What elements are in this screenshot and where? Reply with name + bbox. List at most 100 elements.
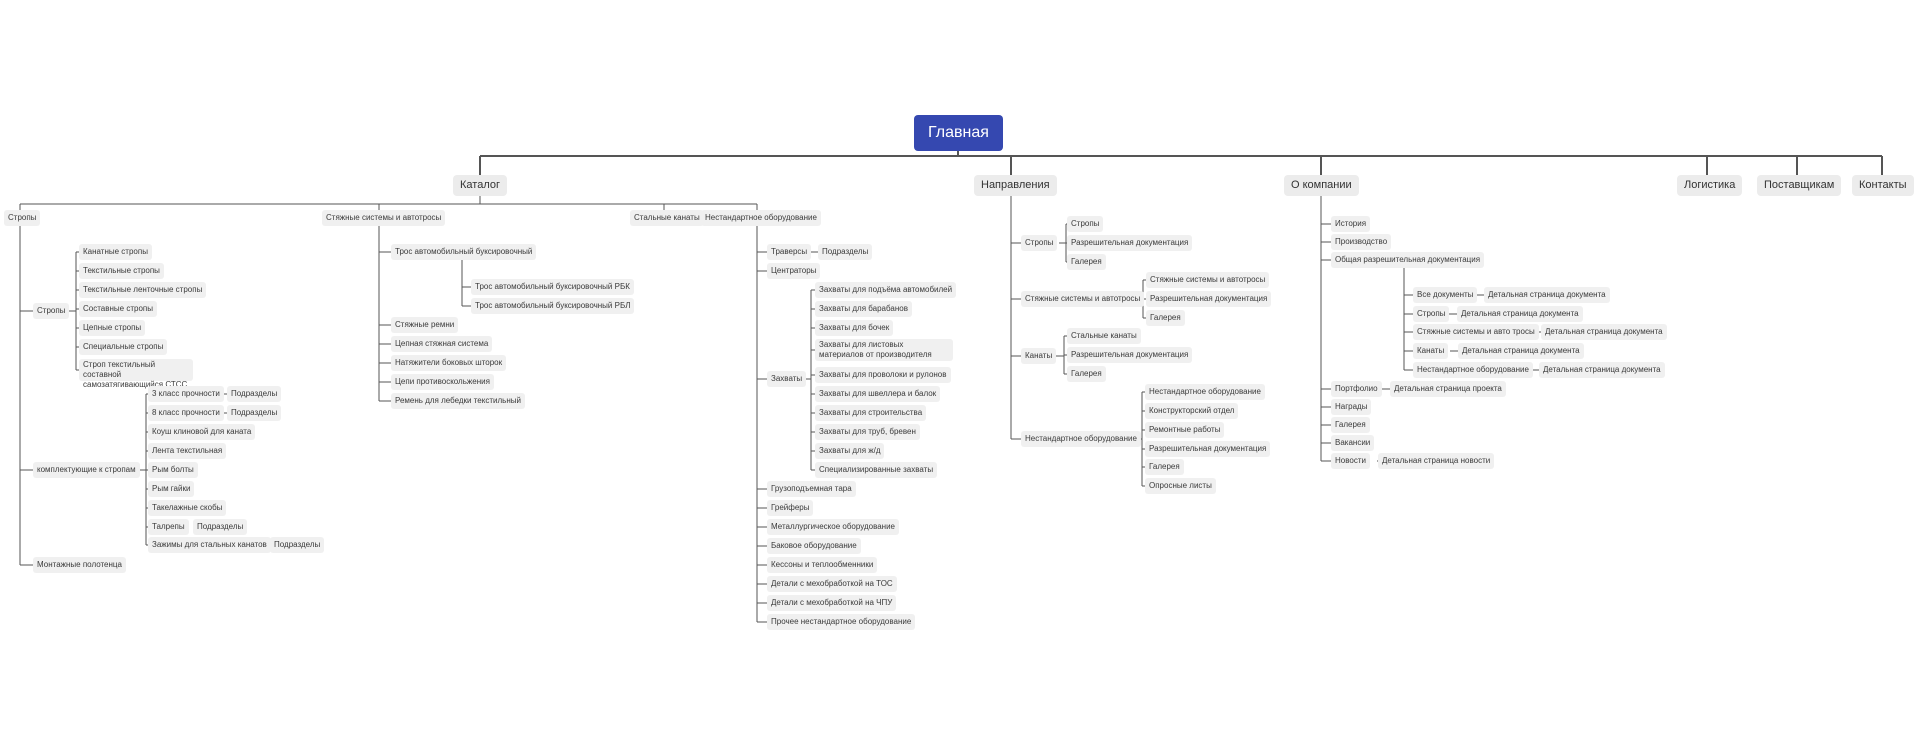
- node-rigging-shackles[interactable]: Такелажные скобы: [148, 500, 227, 516]
- section-suppliers[interactable]: Поставщикам: [1757, 175, 1842, 196]
- node-dir-gallery[interactable]: Галерея: [1145, 459, 1184, 475]
- node-grab-wire[interactable]: Захваты для проволоки и рулонов: [815, 367, 951, 383]
- node-about-slings[interactable]: Стропы: [1413, 306, 1450, 322]
- node-dir-permits[interactable]: Разрешительная документация: [1067, 235, 1193, 251]
- node-about-portfolio[interactable]: Портфолио: [1331, 381, 1382, 397]
- node-dir-gallery[interactable]: Галерея: [1067, 254, 1106, 270]
- node-centralizers[interactable]: Центраторы: [767, 263, 821, 279]
- node-grab-rail[interactable]: Захваты для ж/д: [815, 443, 885, 459]
- node-dir-nonstandard[interactable]: Нестандартное оборудование: [1021, 431, 1141, 447]
- node-wedge-thimble[interactable]: Коуш клиновой для каната: [148, 424, 256, 440]
- node-class3[interactable]: 3 класс прочности: [148, 386, 224, 402]
- node-dir-tie-systems[interactable]: Стяжные системы и автотросы: [1021, 291, 1145, 307]
- node-eye-bolts[interactable]: Рым болты: [148, 462, 198, 478]
- node-about-doc-page[interactable]: Детальная страница документа: [1541, 324, 1667, 340]
- section-catalog[interactable]: Каталог: [453, 175, 507, 196]
- node-composite-slings[interactable]: Составные стропы: [79, 301, 157, 317]
- node-components[interactable]: комплектующие к стропам: [33, 462, 140, 478]
- section-directions[interactable]: Направления: [974, 175, 1057, 196]
- node-class8[interactable]: 8 класс прочности: [148, 405, 224, 421]
- node-lifting-containers[interactable]: Грузоподъемная тара: [767, 481, 856, 497]
- node-dir-design-dept[interactable]: Конструкторский отдел: [1145, 403, 1239, 419]
- node-about-project-page[interactable]: Детальная страница проекта: [1390, 381, 1506, 397]
- node-parts-cnc[interactable]: Детали с мехобработкой на ЧПУ: [767, 595, 897, 611]
- node-grab-drums[interactable]: Захваты для барабанов: [815, 301, 912, 317]
- node-about-news[interactable]: Новости: [1331, 453, 1370, 469]
- node-grab-beams[interactable]: Захваты для швеллера и балок: [815, 386, 941, 402]
- node-grab-sheets[interactable]: Захваты для листовых материалов от произ…: [815, 339, 953, 361]
- node-curtain-tensioners[interactable]: Натяжители боковых шторок: [391, 355, 507, 371]
- node-dir-steel-ropes[interactable]: Стальные канаты: [1067, 328, 1141, 344]
- node-dir-ropes[interactable]: Канаты: [1021, 348, 1057, 364]
- node-about-all-docs[interactable]: Все документы: [1413, 287, 1478, 303]
- node-dir-repair[interactable]: Ремонтные работы: [1145, 422, 1225, 438]
- node-nonstandard[interactable]: Нестандартное оборудование: [701, 210, 821, 226]
- node-winch-belt[interactable]: Ремень для лебедки текстильный: [391, 393, 525, 409]
- node-rope-slings[interactable]: Канатные стропы: [79, 244, 152, 260]
- node-tie-belts[interactable]: Стяжные ремни: [391, 317, 459, 333]
- node-about-doc-page[interactable]: Детальная страница документа: [1458, 343, 1584, 359]
- node-grab-construction[interactable]: Захваты для строительства: [815, 405, 927, 421]
- node-ctss-sling[interactable]: Строп текстильный составной самозатягива…: [79, 359, 193, 389]
- node-dir-slings[interactable]: Стропы: [1067, 216, 1104, 232]
- node-chain-tie[interactable]: Цепная стяжная система: [391, 336, 493, 352]
- node-turnbuckles[interactable]: Талрепы: [148, 519, 189, 535]
- node-tank-equipment[interactable]: Баковое оборудование: [767, 538, 861, 554]
- section-contacts[interactable]: Контакты: [1852, 175, 1914, 196]
- root-node[interactable]: Главная: [914, 115, 1003, 151]
- section-about[interactable]: О компании: [1284, 175, 1359, 196]
- node-anti-collision[interactable]: Цепи противоскольжения: [391, 374, 494, 390]
- node-dir-gallery[interactable]: Галерея: [1146, 310, 1185, 326]
- node-dir-gallery[interactable]: Галерея: [1067, 366, 1106, 382]
- node-rope-clamps[interactable]: Зажимы для стальных канатов: [148, 537, 271, 553]
- node-grabs[interactable]: Захваты: [767, 371, 807, 387]
- node-textile-tape[interactable]: Лента текстильная: [148, 443, 227, 459]
- node-about-news-page[interactable]: Детальная страница новости: [1378, 453, 1495, 469]
- node-tow-rope[interactable]: Трос автомобильный буксировочный: [391, 244, 537, 260]
- node-about-awards[interactable]: Награды: [1331, 399, 1372, 415]
- node-steel-ropes[interactable]: Стальные канаты: [630, 210, 704, 226]
- node-textile-slings[interactable]: Текстильные стропы: [79, 263, 164, 279]
- node-grapples[interactable]: Грейферы: [767, 500, 814, 516]
- node-tie-systems[interactable]: Стяжные системы и автотросы: [322, 210, 446, 226]
- node-textile-tape-slings[interactable]: Текстильные ленточные стропы: [79, 282, 207, 298]
- node-grab-cars[interactable]: Захваты для подъёма автомобилей: [815, 282, 957, 298]
- node-grab-pipes[interactable]: Захваты для труб, бревен: [815, 424, 920, 440]
- node-dir-questionnaires[interactable]: Опросные листы: [1145, 478, 1216, 494]
- node-dir-permits[interactable]: Разрешительная документация: [1067, 347, 1193, 363]
- node-subsections[interactable]: Подразделы: [270, 537, 325, 553]
- node-tow-rope-rbl[interactable]: Трос автомобильный буксировочный РБЛ: [471, 298, 635, 314]
- node-about-vacancies[interactable]: Вакансии: [1331, 435, 1375, 451]
- node-dir-permits[interactable]: Разрешительная документация: [1146, 291, 1272, 307]
- node-subsections[interactable]: Подразделы: [193, 519, 248, 535]
- section-logistics[interactable]: Логистика: [1677, 175, 1743, 196]
- node-about-tie-ropes[interactable]: Стяжные системы и авто тросы: [1413, 324, 1539, 340]
- node-dir-nonstandard[interactable]: Нестандартное оборудование: [1145, 384, 1265, 400]
- node-subsections[interactable]: Подразделы: [818, 244, 873, 260]
- node-traverses[interactable]: Траверсы: [767, 244, 812, 260]
- node-slings-group[interactable]: Стропы: [33, 303, 70, 319]
- node-about-production[interactable]: Производство: [1331, 234, 1392, 250]
- node-about-nonstandard[interactable]: Нестандартное оборудование: [1413, 362, 1533, 378]
- node-about-doc-page[interactable]: Детальная страница документа: [1457, 306, 1583, 322]
- node-subsections[interactable]: Подразделы: [227, 386, 282, 402]
- node-about-gallery[interactable]: Галерея: [1331, 417, 1370, 433]
- node-mounting-towels[interactable]: Монтажные полотенца: [33, 557, 126, 573]
- node-grab-special[interactable]: Специализированные захваты: [815, 462, 938, 478]
- node-dir-slings[interactable]: Стропы: [1021, 235, 1058, 251]
- node-metallurgical[interactable]: Металлургическое оборудование: [767, 519, 900, 535]
- node-about-doc-page[interactable]: Детальная страница документа: [1539, 362, 1665, 378]
- node-about-doc-page[interactable]: Детальная страница документа: [1484, 287, 1610, 303]
- node-subsections[interactable]: Подразделы: [227, 405, 282, 421]
- node-slings[interactable]: Стропы: [4, 210, 41, 226]
- node-eye-nuts[interactable]: Рым гайки: [148, 481, 195, 497]
- node-dir-tie-systems[interactable]: Стяжные системы и автотросы: [1146, 272, 1270, 288]
- node-about-history[interactable]: История: [1331, 216, 1371, 232]
- node-grab-barrels[interactable]: Захваты для бочек: [815, 320, 894, 336]
- node-other-nonstandard[interactable]: Прочее нестандартное оборудование: [767, 614, 916, 630]
- node-special-slings[interactable]: Специальные стропы: [79, 339, 168, 355]
- node-caissons[interactable]: Кессоны и теплообменники: [767, 557, 878, 573]
- node-tow-rope-rbk[interactable]: Трос автомобильный буксировочный РБК: [471, 279, 634, 295]
- node-chain-slings[interactable]: Цепные стропы: [79, 320, 146, 336]
- node-about-ropes[interactable]: Канаты: [1413, 343, 1449, 359]
